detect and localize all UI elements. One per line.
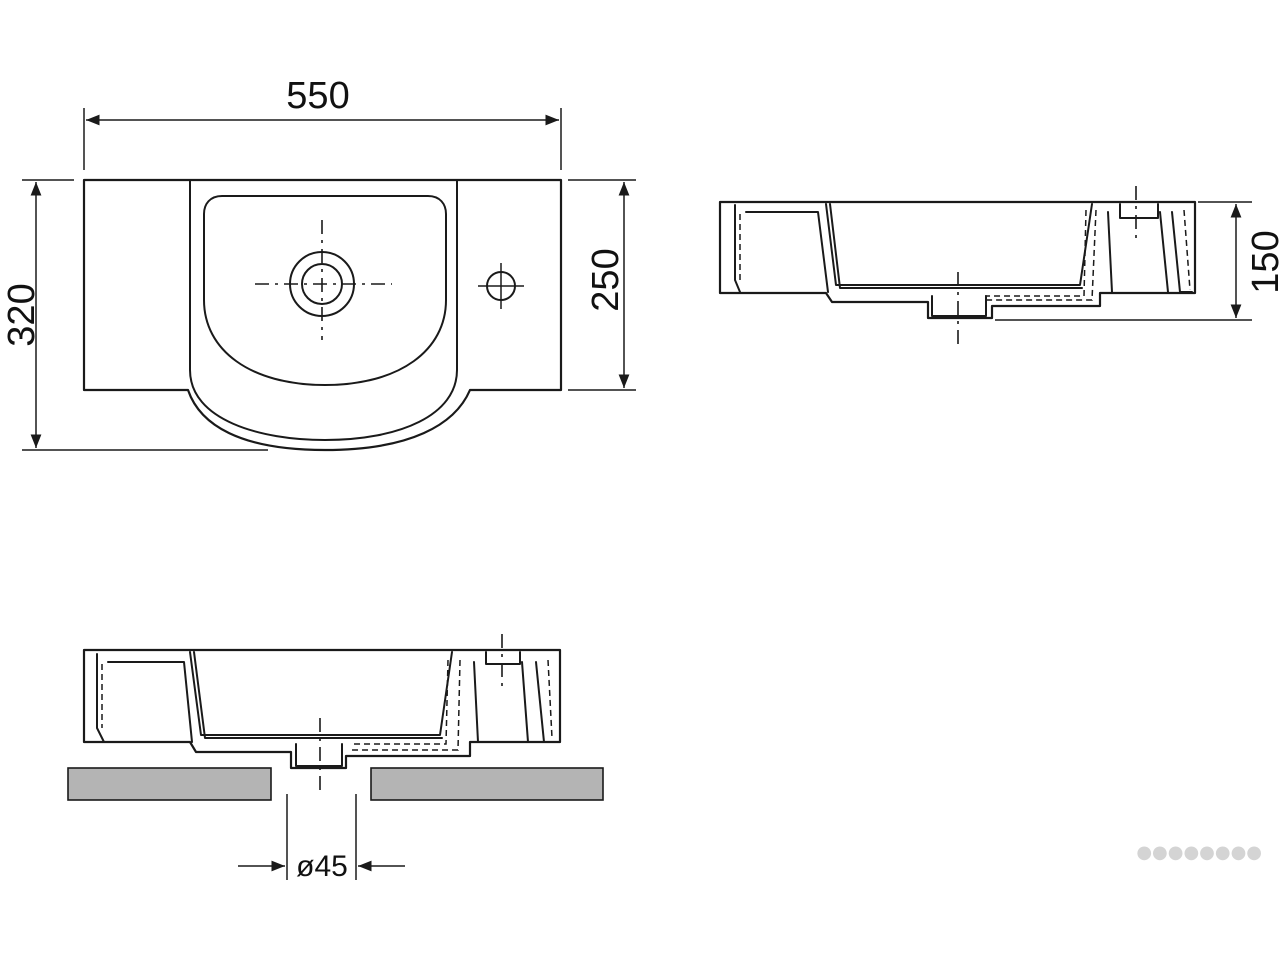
side-bowl [825, 203, 1093, 286]
top-view-outline [82, 178, 563, 452]
top-view: 550 320 250 [1, 75, 636, 452]
bowl-depth-label: 250 [585, 248, 627, 311]
front-view-outline [82, 648, 562, 770]
basin-bowl [203, 195, 447, 386]
front-bowl [189, 651, 453, 736]
depth-label: 320 [1, 283, 43, 346]
drain-diameter-label: ø45 [296, 850, 348, 883]
height-label: 150 [1245, 230, 1280, 293]
side-view: 150 [718, 186, 1280, 344]
watermark: ●●●●●●●● [1136, 842, 1262, 863]
basin-rim [189, 179, 458, 441]
width-label: 550 [286, 75, 349, 117]
countertop-right [370, 767, 604, 801]
side-view-outline [718, 200, 1197, 320]
front-view-installed: ø45 [67, 634, 604, 883]
countertop-left [67, 767, 272, 801]
